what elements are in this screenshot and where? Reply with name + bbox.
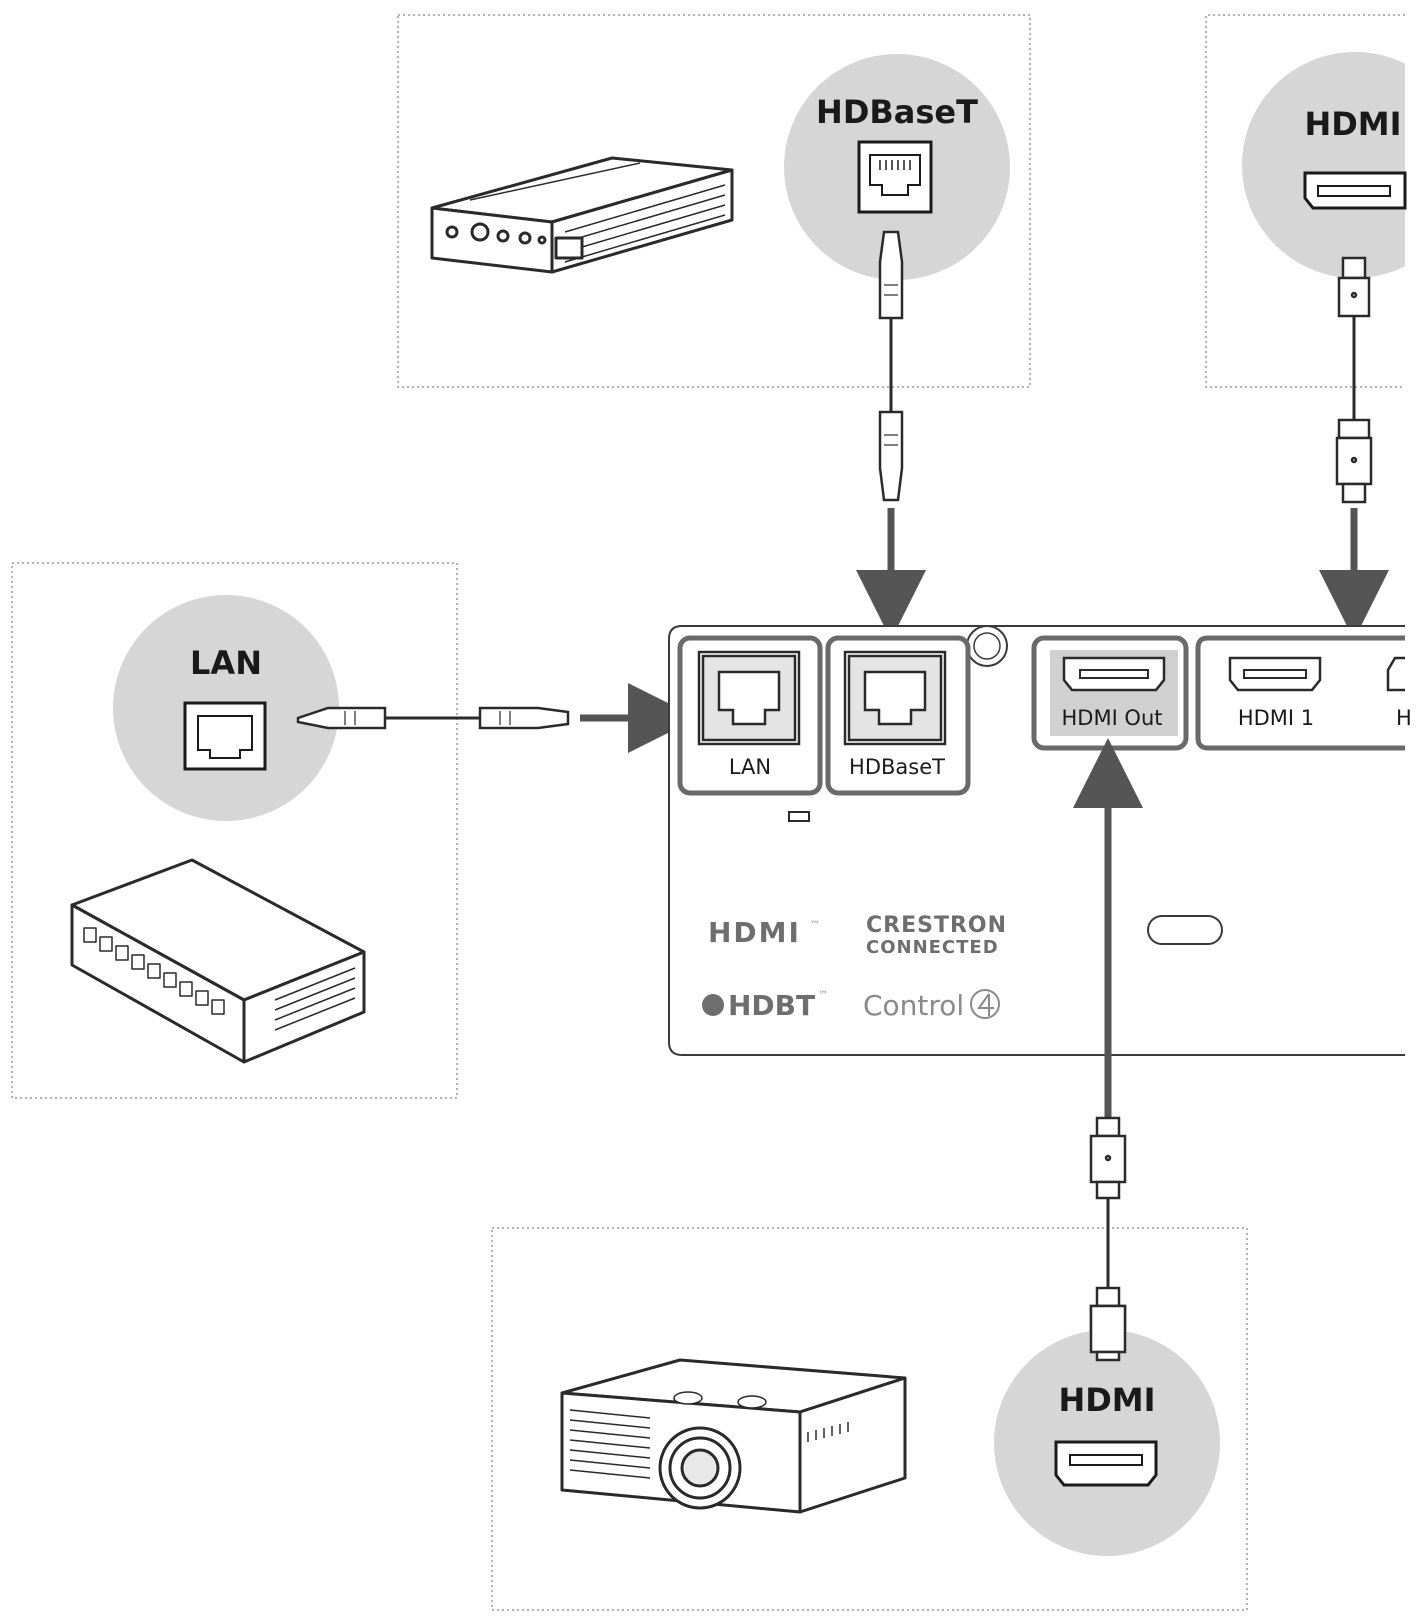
- hdmi-projector-callout-label: HDMI: [1058, 1381, 1155, 1419]
- control4-logo: Control: [863, 989, 964, 1022]
- crestron-logo-line2: CONNECTED: [866, 937, 999, 958]
- lan-status-indicator: [788, 811, 810, 822]
- lan-callout-label: LAN: [190, 644, 262, 682]
- hdbaset-port-icon: [857, 140, 933, 214]
- hdmi-projector-port-icon: [1054, 1440, 1158, 1487]
- hdmi-source-callout-label: HDMI: [1304, 105, 1401, 143]
- projector-frame: [491, 1227, 1248, 1611]
- panel-screw: [966, 625, 1008, 667]
- lan-cable: [296, 706, 570, 730]
- hdmi-source-callout-circle: [1242, 52, 1420, 278]
- hdmi-source-cable: [1335, 256, 1373, 504]
- network-switch-icon: [70, 858, 366, 1064]
- lan-port-icon: [183, 701, 267, 771]
- hdmi-out-cable-front: [1089, 1304, 1127, 1362]
- hdbt-logo-tm: ™: [818, 990, 828, 1001]
- panel-hdmi-1-port-frame: [1195, 635, 1405, 751]
- panel-hdbaset-port-icon: [843, 650, 947, 746]
- hdmi-logo: HDMI: [708, 916, 801, 949]
- panel-hdmi-1-port-label: HDMI 1: [1238, 706, 1314, 730]
- projector-icon: [560, 1358, 907, 1514]
- control4-logo-mark: [970, 989, 1000, 1019]
- panel-lan-port-icon: [697, 650, 801, 746]
- panel-hdmi-2-port-icon-partial: [1386, 656, 1405, 692]
- panel-hdbaset-port-label: HDBaseT: [849, 755, 945, 779]
- panel-oval-indicator: [1147, 915, 1223, 945]
- panel-hdmi-1-port-icon: [1228, 656, 1322, 692]
- hdmi-source-port-icon: [1303, 171, 1407, 210]
- hdbaset-cable: [878, 230, 904, 502]
- panel-hdmi-out-port-label: HDMI Out: [1061, 706, 1162, 730]
- hdbaset-transmitter-frame: [397, 14, 1031, 388]
- panel-hdmi-out-port-icon: [1062, 656, 1166, 692]
- panel-lan-port-label: LAN: [729, 755, 771, 779]
- crestron-logo-line1: CRESTRON: [866, 913, 1007, 938]
- hdmi-logo-tm: ™: [810, 920, 820, 931]
- hdbaset-callout-label: HDBaseT: [816, 93, 978, 131]
- hdbt-logo-mark: [702, 994, 724, 1016]
- hdbaset-transmitter-icon: [430, 156, 734, 274]
- video-source-frame: [1205, 14, 1405, 388]
- hdbt-logo: HDBT: [728, 989, 815, 1022]
- panel-hdmi-2-port-label-partial: H: [1396, 706, 1412, 730]
